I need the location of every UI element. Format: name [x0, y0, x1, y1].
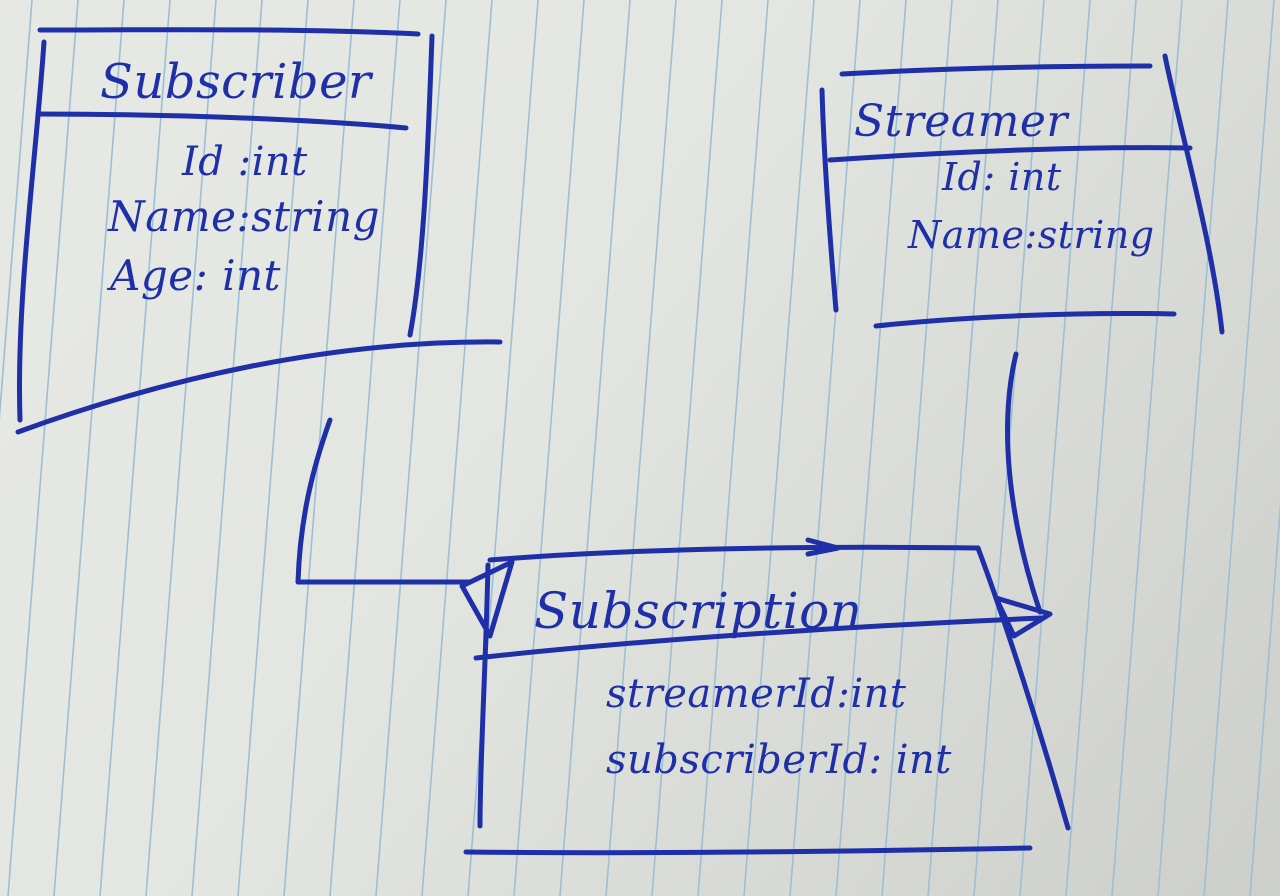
subscriber-box-bottom [15, 339, 503, 435]
ruled-line [881, 0, 953, 896]
ruled-line [743, 0, 815, 896]
ruled-line [191, 0, 263, 896]
streamer-box-right [1162, 53, 1225, 335]
streamer-box-bottom [873, 311, 1177, 329]
subscriber-box-top [37, 27, 421, 37]
subscription-box [463, 544, 1071, 856]
ruled-line [99, 0, 171, 896]
subscriber-box [15, 27, 503, 435]
subscriber-field-name: Name:string [108, 192, 380, 241]
streamer-field-name: Name:string [908, 213, 1155, 257]
ruled-line [789, 0, 861, 896]
subscriber-box-left [16, 39, 47, 423]
ruled-line [0, 0, 33, 420]
ruled-line [513, 0, 585, 896]
ruled-line [1203, 0, 1275, 896]
ruled-line [375, 0, 447, 896]
subscriber-field-id: Id :int [182, 139, 308, 185]
subscription-box-top [487, 544, 981, 563]
ruled-line [421, 0, 493, 896]
subscription-box-left [477, 562, 491, 829]
connector-streamer-subscription [993, 351, 1053, 639]
ruled-line [605, 0, 677, 896]
subscription-title: Subscription [534, 582, 863, 640]
ruled-line [7, 0, 79, 896]
subscription-field-subscriber-id: subscriberId: int [606, 737, 952, 783]
ruled-line [559, 0, 631, 896]
ruled-line [237, 0, 309, 896]
ruled-line [53, 0, 125, 896]
ruled-line [1157, 0, 1229, 896]
subscription-header-divider [473, 615, 1045, 661]
streamer-title: Streamer [854, 96, 1068, 147]
subscriber-box-right [407, 33, 435, 338]
subscription-box-right [975, 545, 1071, 831]
ruled-line [697, 0, 769, 896]
streamer-box-left [819, 87, 839, 313]
ruled-line [329, 0, 401, 896]
connector-line [295, 417, 473, 585]
streamer-header-divider [827, 145, 1193, 163]
arrowhead-icon [993, 595, 1053, 639]
subscriber-field-age: Age: int [110, 251, 281, 300]
top-arrow-tick-icon [805, 537, 841, 557]
streamer-field-id: Id: int [942, 155, 1062, 199]
arrowhead-icon [459, 559, 515, 639]
streamer-box-top [839, 63, 1153, 77]
streamer-box [819, 53, 1225, 335]
ruled-line [651, 0, 723, 896]
subscription-box-bottom [463, 845, 1033, 856]
subscriber-header-divider [35, 111, 409, 131]
ruled-line [1249, 501, 1280, 896]
ruled-line [145, 0, 217, 896]
ruled-line [835, 0, 907, 896]
connector-subscriber-subscription [295, 417, 515, 639]
connector-line [1005, 351, 1043, 615]
subscription-field-streamer-id: streamerId:int [606, 671, 907, 717]
subscriber-title: Subscriber [100, 54, 372, 110]
